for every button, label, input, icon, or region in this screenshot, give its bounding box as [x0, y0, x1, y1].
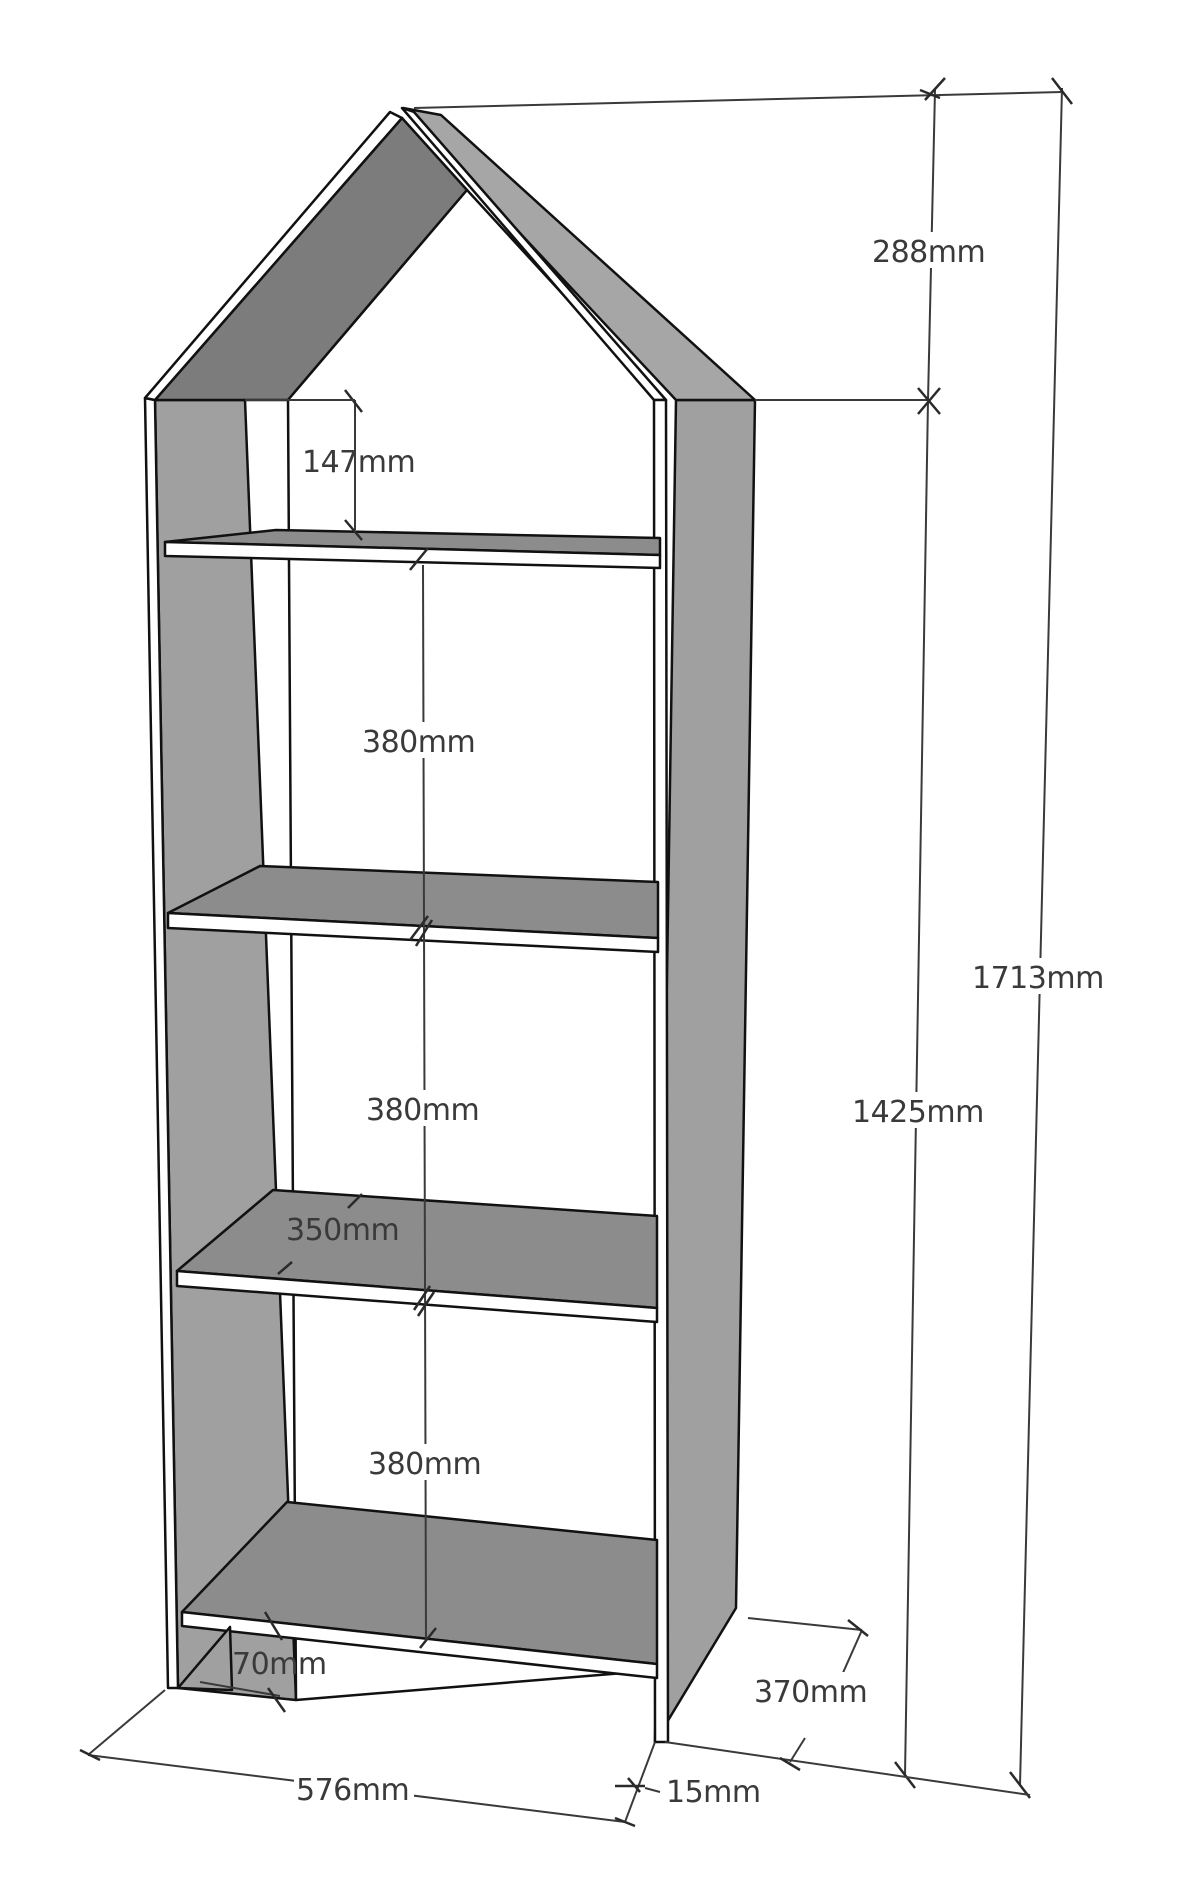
dimension-labels: 288mm 1713mm 1425mm 147mm 380mm 380mm 38… — [232, 232, 1108, 1810]
label-shelf-gap-1: 380mm — [362, 725, 475, 760]
label-shelf-gap-3: 380mm — [368, 1447, 481, 1482]
left-inner-panel — [153, 398, 298, 1702]
shelf-4 — [180, 1500, 659, 1680]
label-base-recess: 70mm — [232, 1647, 327, 1682]
label-roof-height: 288mm — [872, 235, 985, 270]
shelf-3 — [175, 1188, 659, 1324]
label-shelf-gap-2: 380mm — [366, 1093, 479, 1128]
label-depth: 370mm — [754, 1675, 867, 1710]
label-top-gap: 147mm — [302, 445, 415, 480]
roof-left-front-edge — [143, 110, 404, 402]
label-width: 576mm — [296, 1773, 409, 1808]
shelf-1 — [163, 528, 662, 570]
label-panel-thickness: 15mm — [666, 1775, 761, 1810]
shelf-2 — [166, 864, 660, 954]
left-base-cut — [176, 1625, 234, 1692]
label-total-height: 1713mm — [972, 961, 1104, 996]
label-body-height: 1425mm — [852, 1095, 984, 1130]
label-shelf-depth: 350mm — [286, 1213, 399, 1248]
bookshelf-structure — [143, 106, 757, 1744]
right-side-panel — [653, 398, 757, 1744]
